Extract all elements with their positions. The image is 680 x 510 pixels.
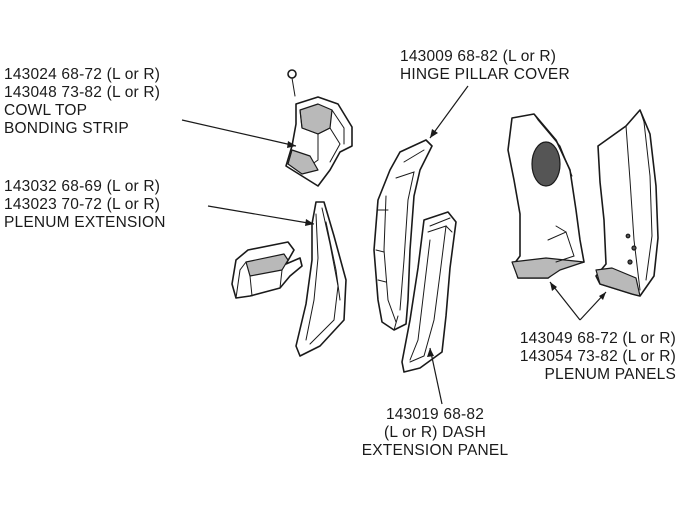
leader-hinge xyxy=(429,85,469,139)
dash-extension-panel-part xyxy=(401,211,457,373)
cowl-top-label: 143024 68-72 (L or R) 143048 73-82 (L or… xyxy=(4,66,160,138)
plenum-panels-part-number-1: 143049 68-72 (L or R) xyxy=(519,330,676,347)
cowl-top-bonding-strip-part xyxy=(285,69,353,187)
leader-plenum-ext xyxy=(207,205,315,225)
leader-cowl xyxy=(181,119,297,147)
cowl-part-number-1: 143024 68-72 (L or R) xyxy=(4,66,161,83)
plenum-panels-label: 143049 68-72 (L or R) 143054 73-82 (L or… xyxy=(472,330,676,384)
plenum-opening xyxy=(531,141,561,187)
plenum-extension-bracket-part xyxy=(231,241,303,299)
plenum-panels-title: PLENUM PANELS xyxy=(544,366,676,383)
screw-icon xyxy=(287,69,297,97)
dash-part-number: 143019 68-82 xyxy=(385,406,485,423)
leader-dash xyxy=(429,347,443,405)
dash-title-1: (L or R) DASH xyxy=(384,424,486,441)
cowl-part-number-2: 143048 73-82 (L or R) xyxy=(4,84,161,101)
hinge-part-number: 143009 68-82 (L or R) xyxy=(400,48,557,65)
dash-title-2: EXTENSION PANEL xyxy=(361,442,509,459)
plenum-panel-left-part xyxy=(507,113,585,279)
plenum-ext-part-number-1: 143032 68-69 (L or R) xyxy=(4,178,161,195)
hinge-pillar-cover-part xyxy=(373,139,433,331)
plenum-extension-part xyxy=(295,201,347,357)
plenum-panels-part-number-2: 143054 73-82 (L or R) xyxy=(519,348,676,365)
plenum-extension-label: 143032 68-69 (L or R) 143023 70-72 (L or… xyxy=(4,178,166,232)
plenum-panel-right-part xyxy=(595,109,659,297)
cowl-title-1: COWL TOP xyxy=(4,102,88,119)
plenum-ext-part-number-2: 143023 70-72 (L or R) xyxy=(4,196,161,213)
plenum-ext-title: PLENUM EXTENSION xyxy=(4,214,166,231)
cowl-title-2: BONDING STRIP xyxy=(4,120,129,137)
hinge-title: HINGE PILLAR COVER xyxy=(400,66,570,83)
hinge-pillar-label: 143009 68-82 (L or R) HINGE PILLAR COVER xyxy=(400,48,570,84)
dash-extension-label: 143019 68-82 (L or R) DASH EXTENSION PAN… xyxy=(336,406,534,460)
